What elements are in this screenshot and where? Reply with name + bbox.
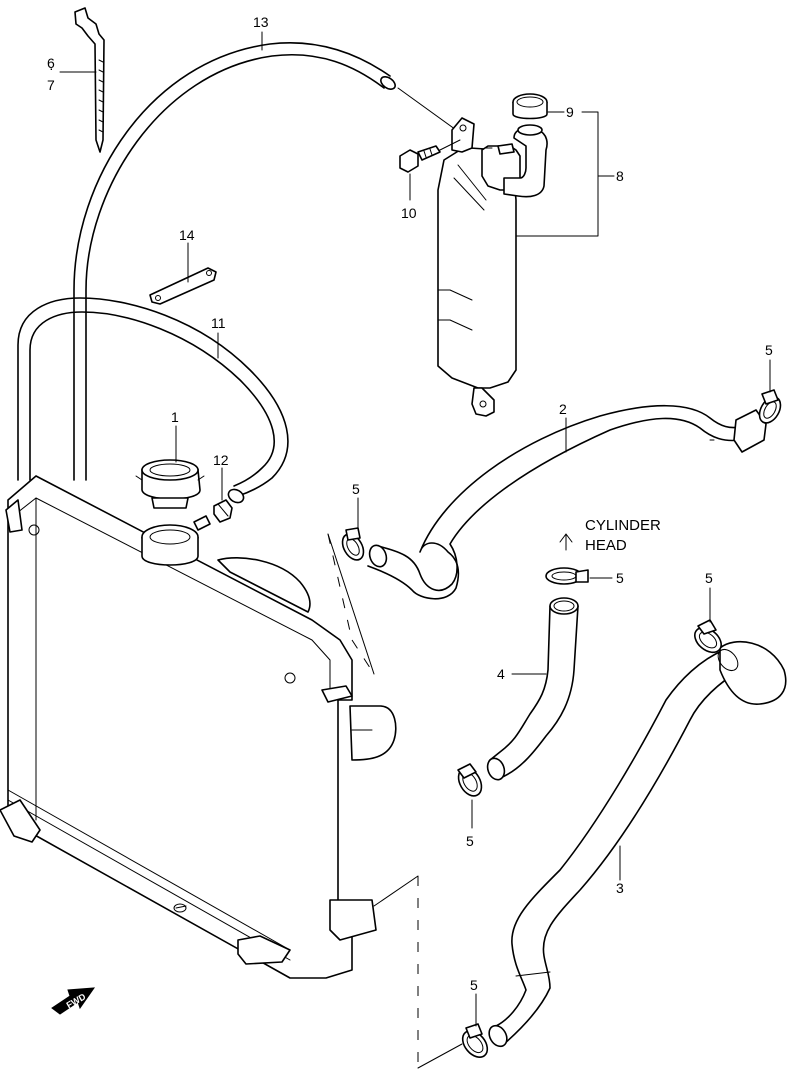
callout-10: 10 (401, 205, 417, 221)
callout-9: 9 (566, 104, 574, 120)
hose-clamp-5-upper-left (341, 527, 365, 561)
callout-5-right: 5 (705, 570, 713, 586)
callout-12: 12 (213, 452, 229, 468)
callout-4: 4 (497, 666, 505, 682)
annotation-head: HEAD (585, 537, 627, 554)
overflow-hose-13 (73, 42, 396, 481)
reservoir-tank-8 (437, 117, 548, 417)
callout-6: 6 (47, 55, 55, 71)
callout-3: 3 (616, 880, 624, 896)
callout-separator: · (49, 60, 54, 76)
hose-clamp-5-bottom (461, 1023, 489, 1058)
cable-tie-part (74, 7, 105, 153)
bracket-14 (149, 267, 217, 305)
radiator-cap-1 (135, 459, 205, 509)
clip-12 (213, 499, 233, 523)
upper-hose-2 (367, 404, 767, 600)
callout-14: 14 (179, 227, 195, 243)
callout-2: 2 (559, 401, 567, 417)
arrow-up-icon (559, 533, 573, 551)
bracket-leader-8 (515, 111, 615, 237)
bolt-10 (399, 139, 461, 173)
hose-clamp-5-lower-left (457, 763, 483, 797)
hose-clamp-5-upper-right (758, 389, 782, 424)
guide-line-lower-solid (373, 875, 463, 1069)
guide-line-upper (327, 533, 375, 675)
hose-11 (17, 297, 289, 504)
annotation-cylinder: CYLINDER (585, 517, 661, 534)
bypass-hose-4 (486, 597, 579, 781)
callout-5-bottom: 5 (470, 977, 478, 993)
fwd-arrow-icon: FWD (51, 987, 96, 1015)
callout-5-lower-left: 5 (466, 833, 474, 849)
hose-clamp-5-middle (545, 567, 589, 585)
callout-1: 1 (171, 409, 179, 425)
reservoir-cap-9 (512, 93, 548, 120)
callout-5-middle: 5 (616, 570, 624, 586)
callout-11: 11 (211, 315, 226, 331)
callout-5-upper-right: 5 (765, 342, 773, 358)
lower-hose-3 (488, 640, 787, 1048)
callout-13: 13 (253, 14, 269, 30)
callout-7: 7 (47, 77, 55, 93)
radiator-body (0, 475, 397, 979)
guide-triangle (327, 533, 375, 675)
hose-clamp-5-right (694, 619, 722, 654)
callout-5-upper-left: 5 (352, 481, 360, 497)
callout-8: 8 (616, 168, 624, 184)
